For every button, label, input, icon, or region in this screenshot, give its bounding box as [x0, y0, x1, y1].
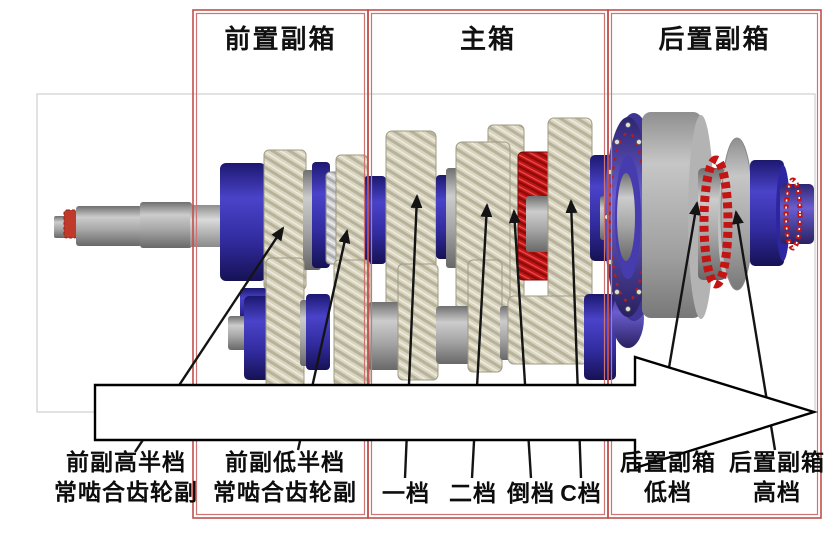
- output-flange: [750, 160, 814, 266]
- label-line: 高档: [753, 479, 801, 505]
- label-line: 前副高半档: [66, 449, 186, 475]
- label-rear-low: 后置副箱 低档: [616, 447, 720, 507]
- label-front-low-half: 前副低半档 常啮合齿轮副: [185, 447, 385, 507]
- label-line: 倒档: [507, 480, 555, 506]
- label-line: 常啮合齿轮副: [213, 479, 357, 505]
- counter-shaft-gears: [228, 257, 616, 389]
- label-line: 低档: [644, 479, 692, 505]
- label-gear-reverse: 倒档: [500, 478, 562, 508]
- synchro-ring-red: [699, 155, 733, 289]
- label-line: 常啮合齿轮副: [54, 479, 198, 505]
- label-line: C档: [560, 480, 602, 506]
- label-line: 后置副箱: [729, 449, 825, 475]
- label-line: 前副低半档: [225, 449, 345, 475]
- label-gear-1: 一档: [375, 478, 437, 508]
- power-flow-arrow: [93, 355, 819, 470]
- section-header-front: 前置副箱: [224, 23, 337, 54]
- label-gear-2: 二档: [442, 478, 504, 508]
- range-drum: [642, 112, 734, 319]
- input-shaft: [54, 202, 224, 248]
- section-header-main: 主箱: [459, 23, 516, 54]
- section-frame-rear: [607, 9, 822, 519]
- label-front-high-half: 前副高半档 常啮合齿轮副: [26, 447, 226, 507]
- label-line: 二档: [449, 480, 497, 506]
- label-gear-c: C档: [550, 478, 612, 508]
- label-line: 后置副箱: [620, 449, 716, 475]
- label-rear-high: 后置副箱 高档: [725, 447, 829, 507]
- section-frames: [192, 9, 822, 519]
- section-header-rear: 后置副箱: [658, 23, 771, 54]
- label-line: 一档: [382, 480, 430, 506]
- rear-box-assembly: [600, 112, 814, 348]
- gearbox-model: [54, 112, 814, 389]
